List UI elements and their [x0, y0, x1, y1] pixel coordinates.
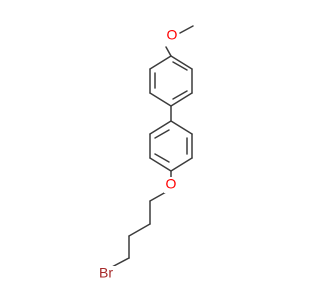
bromine-label: Br: [99, 265, 113, 281]
bond-methyl-oxygen: [179, 25, 194, 34]
ring2-bond-1: [170, 120, 193, 135]
bond-oxygen-chain: [149, 191, 167, 202]
ring2-double-3: [154, 153, 170, 163]
ring2-bond-6: [149, 120, 172, 135]
atom-labels: O O Br: [96, 27, 179, 282]
ring1-bond-3: [170, 92, 193, 107]
oxygen-ether-label: O: [166, 176, 177, 192]
ring2-bond-4: [149, 157, 172, 172]
ring2-double-1: [154, 129, 170, 139]
ring1-bond-6: [149, 55, 172, 70]
molecule-canvas: O O Br: [96, 25, 194, 282]
bond-oxygen-ring1: [165, 46, 172, 57]
oxygen-methoxy-label: O: [167, 27, 178, 43]
ring2-bond-3: [170, 157, 193, 172]
ring1-double-2: [172, 90, 188, 100]
chain-bond-2: [128, 223, 151, 237]
structure-diagram: O O Br: [96, 25, 194, 282]
ring1-bond-1: [170, 55, 193, 70]
ring1-double-1: [172, 61, 188, 71]
bonds: [109, 25, 194, 269]
ring1-bond-4: [149, 92, 172, 107]
